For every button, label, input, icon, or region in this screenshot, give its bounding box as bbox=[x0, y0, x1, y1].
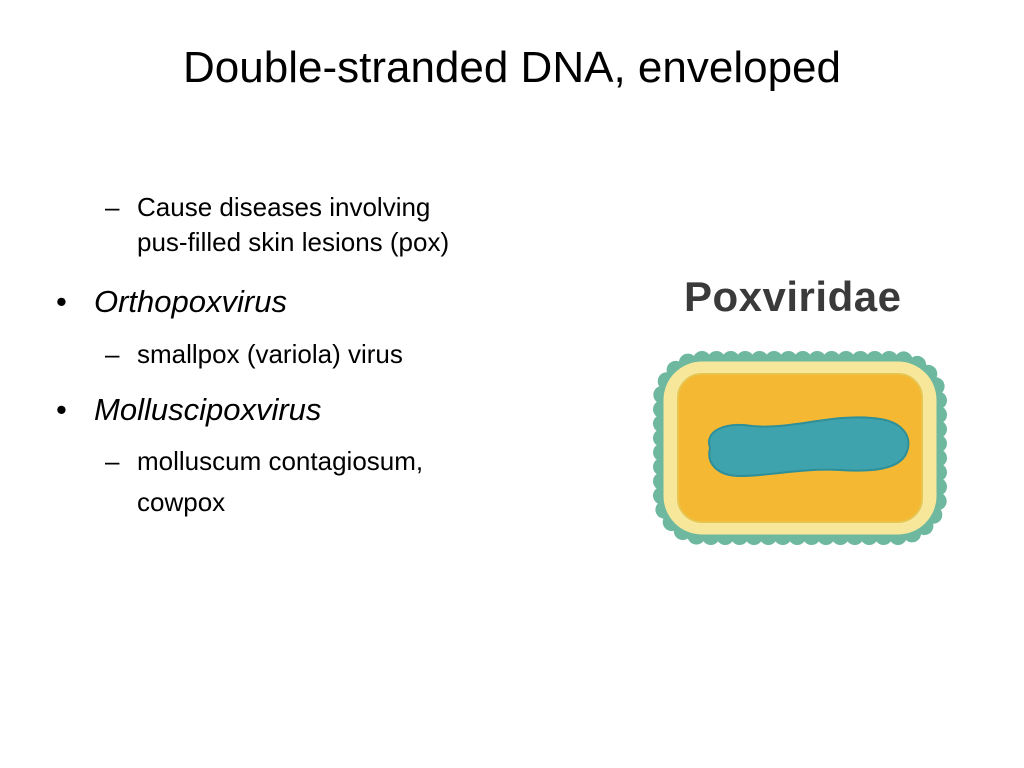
poxviridae-figure: Poxviridae bbox=[640, 262, 960, 552]
genus-name: Orthopoxvirus bbox=[94, 284, 287, 319]
orthopoxvirus-example: – smallpox (variola) virus bbox=[105, 337, 605, 372]
bullet-molluscipoxvirus: • Molluscipoxvirus bbox=[56, 390, 556, 430]
bullet-marker: • bbox=[56, 392, 67, 427]
slide-content: – Cause diseases involving pus-filled sk… bbox=[56, 190, 605, 517]
poxvirus-illustration bbox=[653, 351, 947, 545]
dna-genome bbox=[708, 416, 910, 478]
intro-line-2: pus-filled skin lesions (pox) bbox=[137, 227, 450, 257]
intro-line-1: Cause diseases involving bbox=[137, 192, 431, 222]
slide-title: Double-stranded DNA, enveloped bbox=[183, 43, 841, 92]
example-line-2: cowpox bbox=[137, 487, 226, 517]
molluscipoxvirus-example: – molluscum contagiosum, cowpox bbox=[105, 444, 605, 517]
bullet-orthopoxvirus: • Orthopoxvirus bbox=[56, 282, 556, 322]
bullet-marker: • bbox=[56, 284, 67, 319]
intro-sub-bullet: – Cause diseases involving pus-filled sk… bbox=[105, 190, 605, 260]
dash-marker: – bbox=[105, 446, 120, 476]
figure-label: Poxviridae bbox=[684, 273, 902, 320]
dash-marker: – bbox=[105, 339, 120, 369]
genus-name: Molluscipoxvirus bbox=[94, 392, 322, 427]
example-line-1: smallpox (variola) virus bbox=[137, 339, 403, 369]
dash-marker: – bbox=[105, 192, 120, 222]
example-line-1: molluscum contagiosum, bbox=[137, 446, 424, 476]
